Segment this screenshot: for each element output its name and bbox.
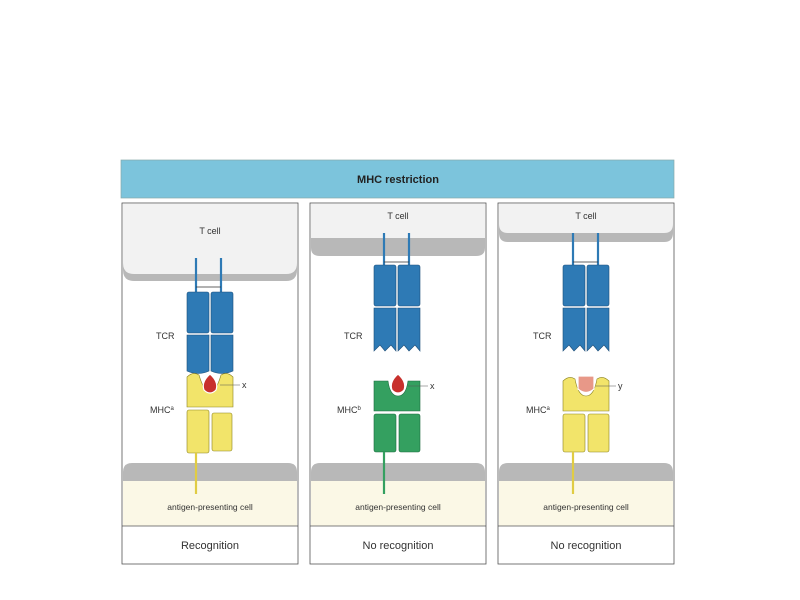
diagram-title: MHC restriction xyxy=(357,174,439,186)
tcr-chain-beta xyxy=(211,292,233,374)
peptide-y xyxy=(578,376,594,393)
apc-label: antigen-presenting cell xyxy=(167,502,253,512)
apc-membrane xyxy=(123,463,297,481)
tcr-chain-beta xyxy=(398,265,420,351)
t-cell-body xyxy=(123,204,297,278)
peptide-label: x xyxy=(242,380,247,390)
panel-2: T cell TCR x MHCb antigen-presenting cel… xyxy=(310,203,486,564)
tcr-label: TCR xyxy=(344,331,363,341)
beta2m-domain xyxy=(212,413,232,451)
tcr-label: TCR xyxy=(533,331,552,341)
mhc-alpha3-domain xyxy=(187,410,209,453)
tcr-label: TCR xyxy=(156,331,175,341)
panel-3: T cell TCR y MHCa antigen-presenting cel… xyxy=(498,203,674,564)
beta2m-domain xyxy=(588,414,609,452)
tcr-chain-alpha xyxy=(563,265,585,351)
panel-1: T cell TCR x MHCa antigen-present xyxy=(122,203,298,564)
apc-membrane xyxy=(311,463,485,481)
apc-membrane xyxy=(499,463,673,481)
apc-label: antigen-presenting cell xyxy=(543,502,629,512)
t-cell-membrane xyxy=(311,238,485,256)
peptide-label: y xyxy=(618,381,623,391)
apc-label: antigen-presenting cell xyxy=(355,502,441,512)
t-cell-label: T cell xyxy=(387,211,408,221)
t-cell-label: T cell xyxy=(199,226,220,236)
mhc-alpha3-domain xyxy=(374,414,396,452)
mhc-alpha3-domain xyxy=(563,414,585,452)
peptide-label: x xyxy=(430,381,435,391)
tcr-chain-alpha xyxy=(187,292,209,374)
tcr-chain-alpha xyxy=(374,265,396,351)
title-bar: MHC restriction xyxy=(121,160,674,198)
t-cell-label: T cell xyxy=(575,211,596,221)
beta2m-domain xyxy=(399,414,420,452)
result-label: No recognition xyxy=(363,540,434,552)
tcr-chain-beta xyxy=(587,265,609,351)
result-label: Recognition xyxy=(181,540,239,552)
result-label: No recognition xyxy=(551,540,622,552)
